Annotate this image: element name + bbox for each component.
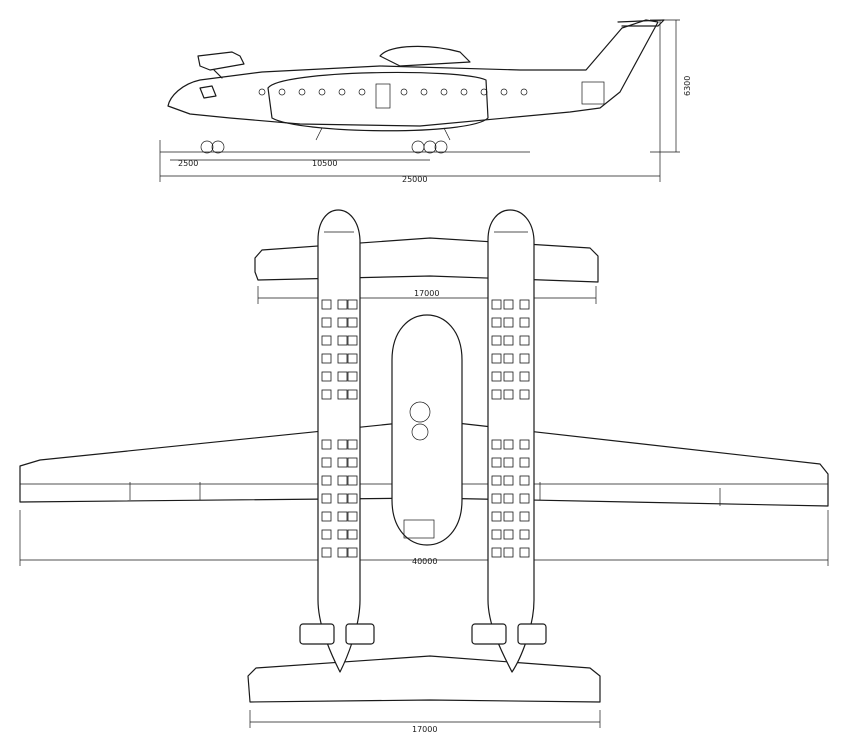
- plan-left-seats: [321, 299, 358, 558]
- side-dorsal-fairing: [379, 45, 471, 67]
- dim-side-length: 25000: [402, 175, 427, 184]
- hull-hatch: [403, 519, 435, 539]
- side-cockpit-window: [199, 85, 217, 99]
- main-wing-dim: [19, 510, 829, 566]
- forward-wing-dim: [257, 286, 597, 304]
- plan-view: 17000 40000 17000: [19, 209, 829, 734]
- side-rear-equipment: [581, 81, 605, 105]
- dim-gear-span: 10500: [312, 159, 337, 168]
- side-dim-lines: [159, 19, 680, 182]
- dim-main-wing-span: 40000: [412, 557, 437, 566]
- side-pylon: [213, 69, 223, 79]
- dim-tail-span: 17000: [412, 725, 437, 734]
- plan-tail-engines: [299, 623, 547, 645]
- side-window-row: [258, 88, 528, 96]
- plan-tail-wing: [247, 655, 601, 703]
- side-view: 2500 10500 25000 6300: [159, 19, 692, 184]
- side-hull-pod: [267, 71, 489, 132]
- side-door: [375, 83, 391, 109]
- plan-central-hull: [391, 314, 463, 546]
- plan-forward-wing: [254, 237, 599, 283]
- hull-station: [409, 401, 431, 423]
- tail-wing-dim: [249, 710, 601, 728]
- hull-station-2: [411, 423, 429, 441]
- plan-right-seats: [491, 299, 530, 558]
- dim-side-height: 6300: [683, 76, 692, 96]
- side-landing-gear: [200, 127, 451, 154]
- side-tail-fin: [617, 19, 665, 27]
- dim-upper-wing-span: 17000: [414, 289, 439, 298]
- dim-nose-gear-offset: 2500: [178, 159, 198, 168]
- side-engine-pod: [197, 51, 245, 71]
